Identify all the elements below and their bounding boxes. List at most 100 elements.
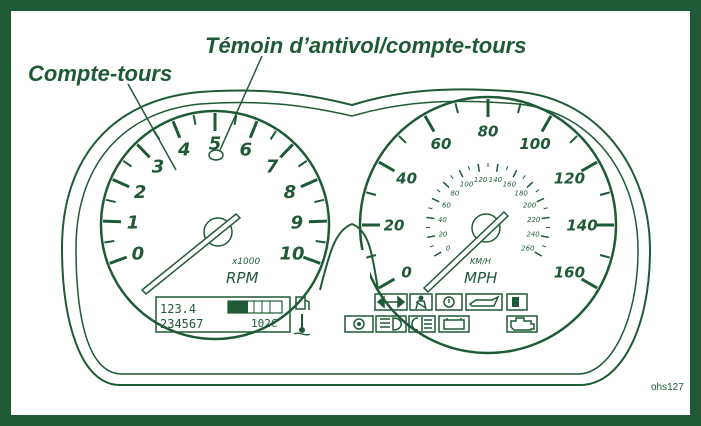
lcd-display bbox=[155, 296, 291, 333]
kmh-ticks bbox=[426, 163, 550, 257]
kmh-label: 260 bbox=[521, 244, 535, 252]
center-panel-edge bbox=[319, 222, 379, 291]
kmh-minor-tick bbox=[428, 207, 433, 210]
kmh-major-tick bbox=[442, 181, 450, 189]
tachometer-hub bbox=[203, 217, 233, 247]
mph-label: 100 bbox=[519, 135, 550, 153]
tachometer-label: 10 bbox=[280, 243, 305, 264]
tachometer-major-tick bbox=[300, 178, 318, 189]
coolant-temperature-icon bbox=[293, 314, 311, 336]
tachometer-ticks bbox=[103, 113, 327, 265]
temperature-readout: 102C bbox=[251, 317, 278, 330]
kmh-major-tick bbox=[541, 216, 550, 220]
tachometer-minor-tick bbox=[315, 239, 326, 244]
speedometer-hub bbox=[471, 213, 501, 243]
mph-minor-tick bbox=[398, 135, 407, 144]
tachometer-major-tick bbox=[308, 219, 327, 224]
tachometer-major-tick bbox=[248, 120, 259, 139]
fuel-gauge-bar bbox=[227, 300, 283, 314]
kmh-major-tick bbox=[540, 235, 549, 239]
tachometer-label: 7 bbox=[266, 156, 279, 177]
tachometer-unit: RPM bbox=[226, 269, 258, 287]
fuel-pump-icon bbox=[295, 296, 310, 310]
mph-major-tick bbox=[580, 160, 598, 173]
tachometer-major-tick bbox=[302, 255, 321, 265]
tachometer-label: 8 bbox=[284, 182, 297, 203]
tachometer-minor-tick bbox=[104, 239, 115, 244]
mph-minor-tick bbox=[599, 191, 610, 196]
speedometer-ticks bbox=[362, 99, 614, 290]
cluster-outer-housing bbox=[60, 88, 652, 386]
battery-icon bbox=[438, 315, 470, 333]
warning-light-panel bbox=[344, 293, 538, 333]
brake-icon bbox=[435, 293, 463, 311]
fog-light-icon bbox=[408, 315, 436, 333]
kmh-major-tick bbox=[427, 235, 436, 239]
tachometer-label: 6 bbox=[239, 139, 252, 160]
tachometer-minor-tick bbox=[233, 114, 238, 126]
kmh-major-tick bbox=[426, 216, 435, 220]
kmh-minor-tick bbox=[542, 245, 547, 248]
kmh-major-tick bbox=[536, 197, 545, 203]
tachometer-minor-tick bbox=[105, 198, 116, 204]
mph-minor-tick bbox=[454, 103, 459, 114]
tachometer-minor-tick bbox=[314, 198, 325, 204]
tachometer-label: 4 bbox=[177, 139, 191, 160]
tachometer-label: 0 bbox=[132, 243, 145, 264]
kmh-major-tick bbox=[433, 251, 442, 257]
kmh-label: 40 bbox=[438, 216, 447, 224]
kmh-minor-tick bbox=[450, 175, 454, 179]
tachometer-major-tick bbox=[136, 143, 151, 159]
fuel-icon bbox=[506, 293, 528, 311]
indicator-callout: Témoin d’antivol/compte-tours bbox=[205, 33, 527, 58]
mph-label: 40 bbox=[395, 169, 417, 187]
mph-minor-tick bbox=[517, 103, 522, 114]
tachometer-major-tick bbox=[279, 143, 294, 159]
tachometer-label: 5 bbox=[209, 133, 222, 154]
kmh-major-tick bbox=[534, 251, 543, 257]
speedometer-dial bbox=[358, 95, 618, 355]
tachometer-dial bbox=[99, 109, 331, 341]
tachometer-label: 9 bbox=[291, 212, 304, 233]
kmh-major-tick bbox=[477, 163, 481, 172]
kmh-label: 100 bbox=[460, 181, 474, 189]
mph-minor-tick bbox=[366, 191, 377, 196]
kmh-minor-tick bbox=[467, 166, 471, 171]
kmh-label: 80 bbox=[450, 190, 459, 198]
kmh-label: 140 bbox=[489, 176, 503, 184]
mph-major-tick bbox=[580, 277, 598, 290]
kmh-label: 240 bbox=[526, 231, 540, 239]
mph-label: 160 bbox=[554, 263, 585, 281]
mph-major-tick bbox=[540, 115, 553, 133]
engine-icon bbox=[506, 315, 538, 333]
kmh-minor-tick bbox=[429, 245, 434, 248]
tachometer-minor-tick bbox=[122, 159, 133, 168]
turn-signal-icon bbox=[374, 293, 408, 311]
kmh-label: 180 bbox=[514, 190, 528, 198]
mph-label: 0 bbox=[401, 263, 411, 281]
immobiliser-tachometer-indicator bbox=[208, 149, 224, 161]
mph-label: 140 bbox=[566, 216, 597, 234]
cluster-inner-housing bbox=[75, 100, 639, 375]
tachometer-leader bbox=[127, 83, 177, 171]
mph-major-tick bbox=[423, 115, 436, 133]
kmh-minor-tick bbox=[505, 166, 509, 171]
kmh-minor-tick bbox=[522, 175, 526, 179]
mph-major-tick bbox=[378, 277, 396, 290]
kmh-label: 160 bbox=[503, 181, 517, 189]
speedometer-needle bbox=[422, 210, 510, 294]
oil-pressure-icon bbox=[465, 293, 503, 311]
kmh-label: 20 bbox=[438, 231, 447, 239]
tachometer-minor-tick bbox=[269, 130, 277, 141]
tachometer-multiplier: x1000 bbox=[231, 257, 261, 267]
kmh-minor-tick bbox=[436, 189, 441, 193]
kmh-minor-tick bbox=[543, 207, 548, 210]
tachometer-label: 2 bbox=[134, 182, 147, 203]
kmh-major-tick bbox=[495, 163, 499, 172]
odometer-readout: 234567 bbox=[160, 317, 204, 331]
tachometer-label: 1 bbox=[127, 212, 140, 233]
